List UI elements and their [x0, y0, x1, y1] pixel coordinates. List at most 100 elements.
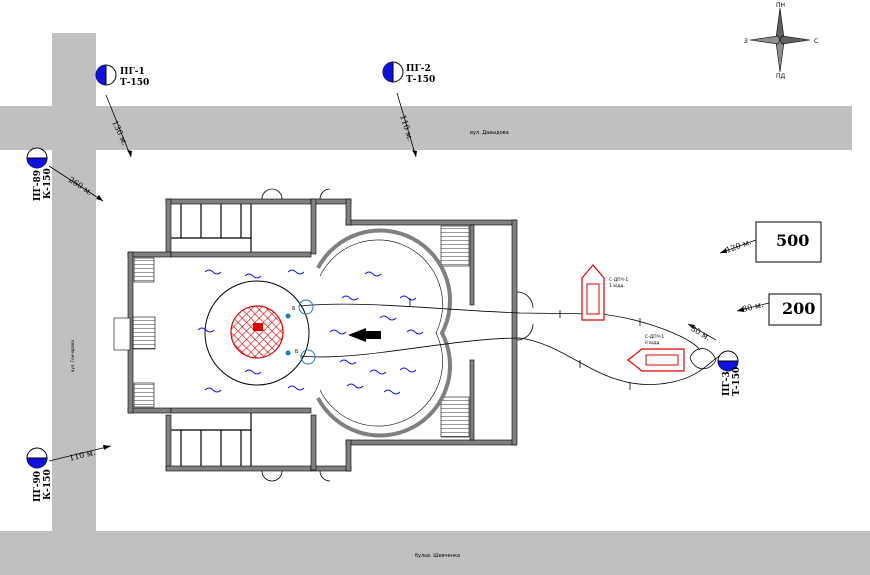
hydrant-pg-2-id: ПГ-2: [406, 64, 431, 74]
wall-east-right: [511, 219, 518, 446]
fire-truck-2: С-ДПЧ-1 II відд.: [627, 334, 685, 372]
hose-line-2: [299, 337, 721, 385]
doors: [261, 188, 534, 482]
wall-west-block-2: [127, 407, 172, 414]
wall-west-block: [127, 251, 172, 258]
street-label-bottom: бульв. Шевченка: [415, 553, 460, 559]
stairs: [113, 225, 470, 438]
hose-lines: [299, 298, 721, 390]
road-left: [52, 33, 96, 533]
reservoir-200-distance: 80 м.: [741, 300, 764, 314]
room-partitions: [171, 204, 252, 466]
nozzles: Б Б: [285, 299, 316, 365]
hydrant-pg-1-id: ПГ-1: [120, 67, 145, 77]
wall-top-left: [165, 198, 312, 205]
stair-west-bottom: [133, 382, 155, 408]
street-label-top: вул. Давыдова: [470, 130, 509, 136]
fire-truck-1: С-ДПЧ-1 1 відд.: [581, 264, 628, 321]
wall-left-upper: [165, 198, 172, 255]
wall-nave-top: [170, 251, 312, 258]
wall-bottom-mid: [310, 465, 352, 472]
nozzle-1-label: Б: [292, 306, 296, 312]
wall-top-mid: [310, 198, 352, 205]
hydrant-pg-89-id: ПГ-89: [33, 170, 43, 201]
wall-east-mid-1: [469, 224, 475, 306]
reservoir-500-volume: 500: [776, 231, 809, 250]
hydrant-pg-3: ПГ-3 Т-150 30 м.: [687, 323, 742, 396]
hydrant-pg-1: ПГ-1 Т-150 130 м.: [95, 64, 149, 158]
door-bottom: [261, 470, 283, 482]
hydrant-pg-2-fill: [383, 62, 393, 82]
hose-line-1: [299, 303, 701, 351]
stair-west-mid: [132, 316, 156, 350]
dome-east-ring: [316, 228, 452, 438]
nozzle-2-icon: [285, 350, 291, 356]
road-bottom: [0, 531, 870, 575]
street-label-left: вул. Гончарова: [70, 340, 75, 372]
reservoir-200-volume: 200: [782, 299, 815, 318]
roads: [0, 33, 870, 575]
wall-east-top: [345, 219, 517, 226]
hydrant-pg-90-fill: [27, 458, 47, 468]
hydrant-pg-1-fill: [96, 65, 106, 85]
fire-truck-2-icon: [627, 348, 685, 372]
nozzle-2-ring: [300, 349, 316, 365]
door-east: [516, 291, 534, 309]
hydrant-pg-90-id: ПГ-90: [33, 471, 43, 502]
reservoir-500: 500 120 м.: [719, 221, 822, 263]
compass-west-label: З: [744, 38, 748, 45]
hydrant-pg-3-distance: 30 м.: [689, 324, 712, 343]
wall-inner-col-1: [310, 198, 317, 255]
compass-north-label: ПН: [776, 2, 785, 9]
door-top: [261, 188, 283, 200]
hydrant-pg-90-route: [48, 445, 112, 462]
compass-needle-west: [749, 35, 781, 45]
reservoir-500-distance: 120 м.: [725, 237, 753, 255]
fire-truck-1-icon: [581, 264, 605, 321]
hydrant-pg-2-type: Т-150: [406, 75, 435, 85]
hydrant-pg-89-fill: [27, 158, 47, 168]
nozzle-2-label: Б: [295, 349, 299, 355]
fire-truck-1-name: С-ДПЧ-1: [609, 277, 628, 283]
hydrant-pg-3-type: Т-150: [732, 367, 742, 396]
fire-zone: [230, 305, 284, 359]
hydrant-pg-1-route: [105, 94, 132, 158]
compass-rose: ПН ПД З С: [744, 2, 818, 80]
wall-east-bottom: [345, 439, 517, 446]
stair-west-top: [133, 257, 155, 283]
door-top-2: [319, 188, 331, 200]
hose-connection-loop: [689, 348, 717, 370]
building-plan: [127, 198, 518, 472]
wall-bottom-left: [165, 465, 312, 472]
hydrant-pg-1-type: Т-150: [120, 78, 149, 88]
hydrant-pg-89-type: К-150: [43, 168, 53, 199]
reservoir-200: 200 80 м.: [736, 293, 822, 326]
fire-truck-2-name: С-ДПЧ-1: [645, 334, 664, 340]
water-spread: [197, 269, 424, 395]
hydrant-pg-2-route: [396, 92, 417, 158]
wall-inner-col-2: [310, 414, 317, 471]
nozzle-1-icon: [285, 313, 291, 319]
wall-nave-bottom: [170, 407, 312, 414]
hydrant-pg-90-type: К-150: [43, 469, 53, 500]
wall-left-lower: [165, 414, 172, 471]
compass-needle-east: [779, 35, 811, 45]
attack-direction-arrow: [348, 328, 381, 342]
wall-east-mid-2: [469, 359, 475, 441]
stair-west-porch: [113, 317, 131, 351]
hydrant-pg-90: ПГ-90 К-150 110 м.: [26, 445, 112, 502]
nozzle-1-ring: [298, 299, 314, 315]
compass-south-label: ПД: [776, 73, 786, 80]
reservoir-200-box: [768, 293, 822, 326]
stair-east-bottom: [440, 396, 470, 438]
dome-east-ring-inner: [319, 239, 443, 427]
fire-source-icon: [253, 323, 263, 331]
compass-needle-north: [775, 7, 785, 41]
fire-truck-1-sub: 1 відд.: [609, 283, 625, 289]
compass-east-label: С: [814, 38, 818, 45]
compass-needle-south: [775, 39, 785, 73]
wall-east-inner-2: [345, 439, 352, 472]
door-east-2: [516, 323, 534, 341]
reservoir-500-box: [755, 221, 822, 263]
